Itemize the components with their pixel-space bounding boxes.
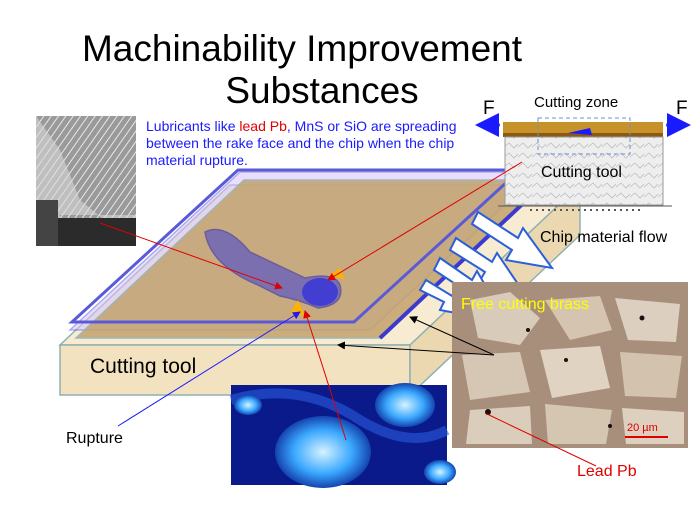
title-line-1: Machinability Improvement xyxy=(81,28,523,69)
chip-flow-label: Chip material flow xyxy=(540,229,668,246)
cutting-zone-label: Cutting zone xyxy=(534,94,619,111)
brass-micrograph xyxy=(452,282,688,448)
slide-title: Machinability Improvement Substances xyxy=(0,28,692,112)
lubricant-micrograph xyxy=(229,383,456,488)
pointer-lines xyxy=(99,161,597,467)
chip-micrograph xyxy=(36,116,136,246)
note-text-1: Lubricants like xyxy=(146,118,240,134)
cutting-tool-inset-label: Cutting tool xyxy=(541,164,622,181)
cutting-tool-main-label: Cutting tool xyxy=(90,355,197,378)
rupture-label: Rupture xyxy=(66,430,123,447)
force-label-left: F xyxy=(483,98,495,119)
chip-layers xyxy=(68,168,550,340)
note-highlight-lead: lead Pb xyxy=(239,118,287,134)
note-text-2: , MnS or SiO are spreading between the r… xyxy=(146,118,457,168)
cutting-zone-inset xyxy=(475,113,691,211)
chip-overlay xyxy=(204,228,345,316)
title-line-2: Substances xyxy=(225,70,419,111)
force-label-right: F xyxy=(676,98,688,119)
scale-bar-label: 20 µm xyxy=(627,422,658,434)
free-cutting-brass-label: Free cutting brass xyxy=(461,296,590,313)
lead-pb-label: Lead Pb xyxy=(577,463,637,480)
lubricant-note: Lubricants like lead Pb, MnS or SiO are … xyxy=(146,118,476,169)
